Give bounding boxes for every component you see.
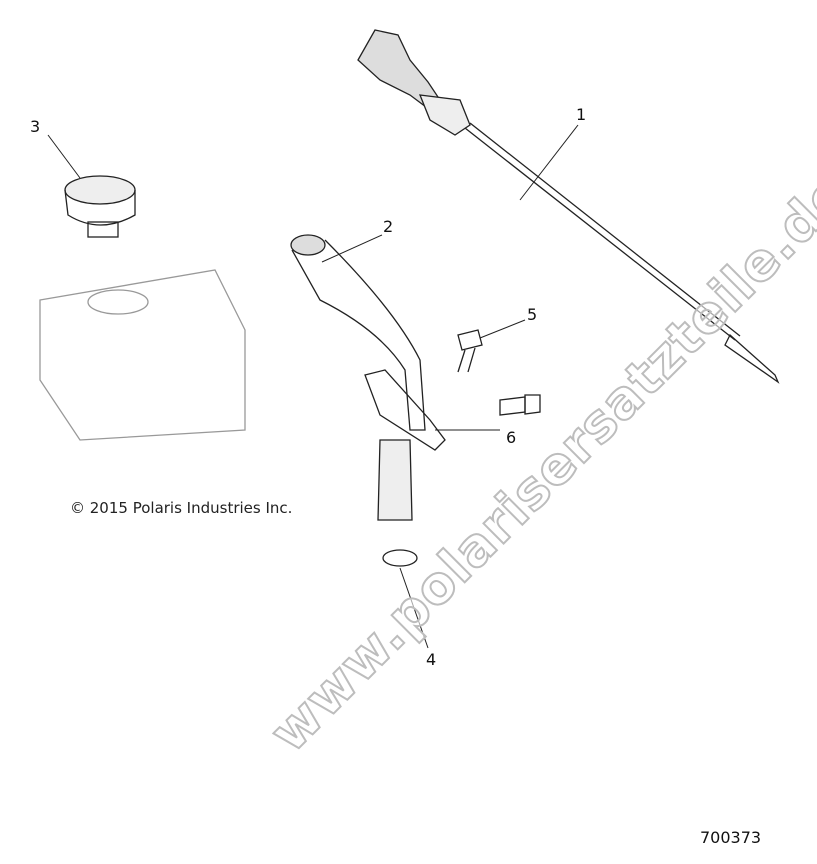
leader-lines	[47, 124, 579, 649]
o-ring	[382, 549, 418, 567]
copyright-text: © 2015 Polaris Industries Inc.	[70, 499, 293, 517]
callout-4: 4	[426, 650, 437, 669]
callout-6: 6	[506, 428, 517, 447]
bolts	[457, 329, 541, 416]
figure-number: 700373	[700, 828, 762, 847]
fill-tube	[290, 234, 446, 521]
valve-cover-outline	[39, 269, 246, 441]
oil-cap	[64, 175, 136, 238]
dipstick	[357, 29, 780, 384]
callout-5: 5	[527, 305, 538, 324]
callout-2: 2	[383, 217, 394, 236]
callout-3: 3	[30, 117, 41, 136]
callout-1: 1	[576, 105, 587, 124]
